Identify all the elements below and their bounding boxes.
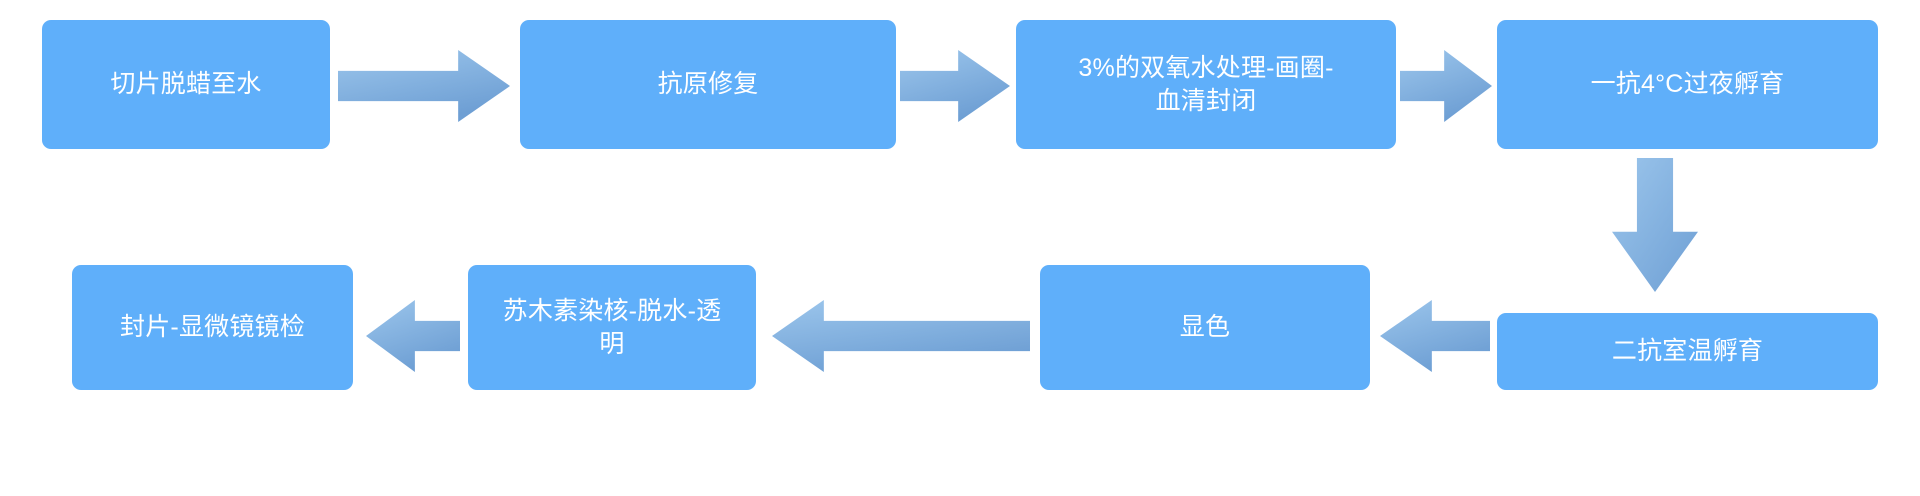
process-box-label: 切片脱蜡至水 [110, 70, 262, 98]
process-box-8[interactable]: 封片-显微镜镜检 [72, 265, 353, 390]
process-box-label: 抗原修复 [657, 70, 759, 98]
process-box-label: 3%的双氧水处理-画圈- 血清封闭 [1078, 53, 1334, 115]
flow-arrow-right [338, 50, 510, 122]
process-box-label: 封片-显微镜镜检 [120, 313, 305, 341]
process-box-5[interactable]: 二抗室温孵育 [1497, 313, 1878, 390]
flow-arrow-left [1380, 300, 1490, 372]
process-box-label: 显色 [1179, 313, 1231, 341]
flow-arrow-down [1612, 158, 1698, 292]
flow-arrow-right [900, 50, 1010, 122]
process-box-3[interactable]: 3%的双氧水处理-画圈- 血清封闭 [1016, 20, 1396, 149]
process-box-1[interactable]: 切片脱蜡至水 [42, 20, 330, 149]
process-box-4[interactable]: 一抗4°C过夜孵育 [1497, 20, 1878, 149]
process-box-6[interactable]: 显色 [1040, 265, 1370, 390]
flow-arrow-right [1400, 50, 1492, 122]
process-box-label: 苏木素染核-脱水-透 明 [502, 296, 722, 358]
process-box-2[interactable]: 抗原修复 [520, 20, 896, 149]
flow-arrow-left [772, 300, 1030, 372]
process-box-7[interactable]: 苏木素染核-脱水-透 明 [468, 265, 756, 390]
process-box-label: 二抗室温孵育 [1611, 337, 1764, 365]
flow-arrow-left [366, 300, 460, 372]
process-box-label: 一抗4°C过夜孵育 [1590, 70, 1785, 98]
